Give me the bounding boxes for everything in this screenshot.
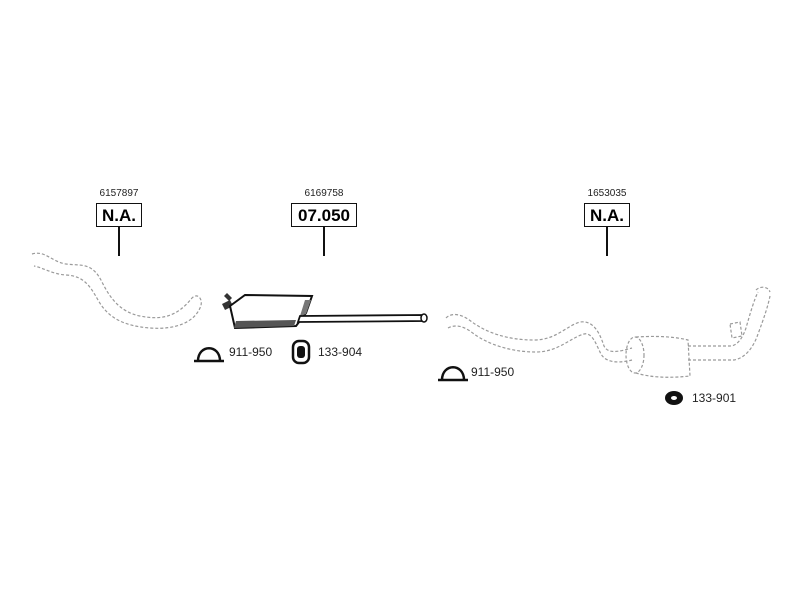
oem-number-label: 1653035 bbox=[587, 188, 627, 199]
accessory-code-label[interactable]: 911-950 bbox=[229, 345, 273, 359]
rear-section-outline bbox=[445, 286, 771, 378]
part-number-box[interactable]: N.A. bbox=[96, 203, 142, 227]
pointer-line bbox=[118, 227, 120, 256]
part-number-box[interactable]: 07.050 bbox=[291, 203, 357, 227]
pointer-line bbox=[606, 227, 608, 256]
rubber-mount-icon bbox=[291, 339, 311, 365]
rubber-ring-icon bbox=[665, 391, 683, 405]
pointer-line bbox=[323, 227, 325, 256]
accessory-code-label[interactable]: 133-904 bbox=[318, 345, 363, 359]
front-pipe-outline bbox=[31, 252, 202, 329]
part-number-box[interactable]: N.A. bbox=[584, 203, 630, 227]
clamp-icon bbox=[194, 347, 224, 363]
oem-number-label: 6169758 bbox=[304, 188, 344, 199]
accessory-code-label[interactable]: 133-901 bbox=[692, 391, 737, 405]
accessory-code-label[interactable]: 911-950 bbox=[471, 365, 515, 379]
oem-number-label: 6157897 bbox=[99, 188, 139, 199]
center-silencer bbox=[222, 293, 428, 330]
clamp-icon bbox=[438, 366, 468, 382]
